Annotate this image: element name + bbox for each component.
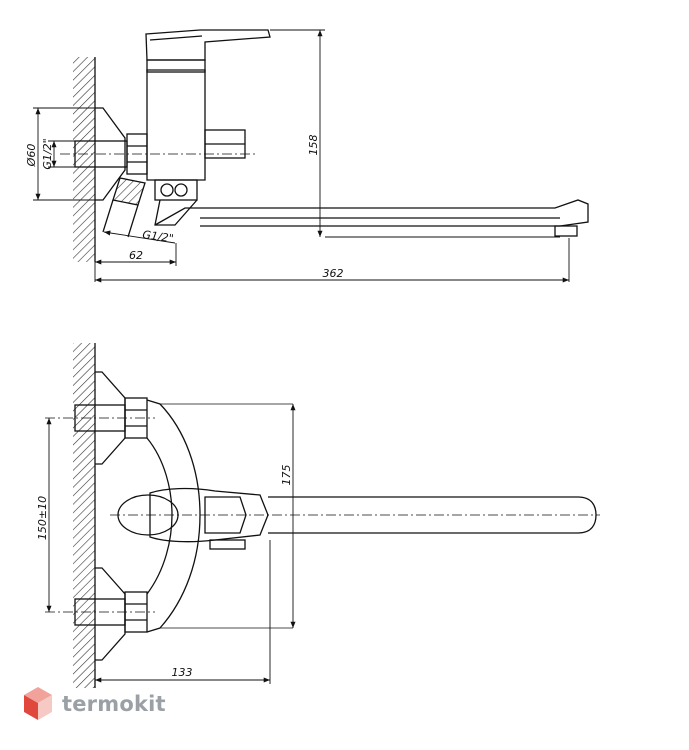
top-view [45,343,600,688]
brand-logo-text: termokit [62,692,166,716]
brand-logo: termokit [22,686,166,722]
side-view [60,29,589,262]
side-wall-hatch [73,57,95,262]
side-bottom-nut [154,179,198,201]
side-dim-diameter-label: Ø60 [25,144,38,168]
side-lever [145,29,271,61]
top-body [146,399,201,633]
side-aerator [554,225,578,237]
side-dimensions [33,29,570,283]
side-hose-thread [112,177,146,206]
top-lever-window [204,496,247,534]
side-dim-height-label: 158 [307,135,320,156]
side-body [146,69,206,181]
top-dim-center-distance-label: 150±10 [36,496,49,540]
top-diverter [209,539,246,550]
side-spout [154,199,589,227]
side-dim-thread-vertical-label: G1/2" [41,138,54,169]
side-dim-thread-angled-label: G1/2" [142,228,175,245]
top-dimensions [46,404,296,684]
side-dim-spout-length-label: 362 [323,267,344,280]
top-dim-depth-label: 175 [280,465,293,486]
top-dim-offset-label: 133 [172,666,193,679]
top-wall-hatch [73,343,95,688]
top-lever [149,487,269,543]
side-dim-offset-label: 62 [129,249,143,262]
top-lower-escutcheon [95,567,126,661]
cube-logo-icon [24,687,52,720]
